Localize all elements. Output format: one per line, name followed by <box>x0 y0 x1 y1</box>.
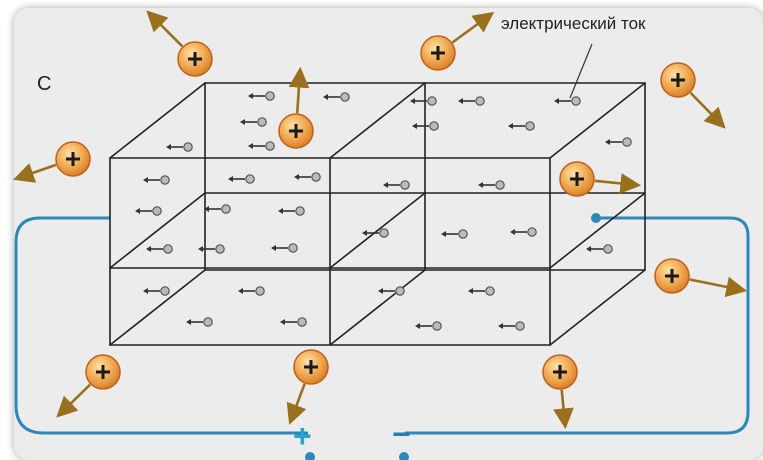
electron-icon <box>278 206 305 216</box>
electron-icon <box>228 174 255 184</box>
electron-icon <box>143 286 170 296</box>
positive-ion-icon <box>542 354 578 430</box>
positive-ion-icon <box>146 10 213 77</box>
ion-layer <box>13 10 748 430</box>
positive-ion-icon <box>660 62 726 129</box>
electron-icon <box>143 175 170 185</box>
caption-leader-line <box>569 43 593 99</box>
electron-icon <box>280 317 307 327</box>
electron-icon <box>238 286 265 296</box>
electron-icon <box>271 243 298 253</box>
electron-icon <box>146 244 173 254</box>
electron-icon <box>240 117 267 127</box>
electron-icon <box>441 229 468 239</box>
electron-icon <box>412 121 439 131</box>
electron-icon <box>248 91 275 101</box>
electron-icon <box>166 142 193 152</box>
current-caption: электрический ток <box>501 14 646 33</box>
electron-icon <box>498 321 525 331</box>
electron-icon <box>415 321 442 331</box>
electron-icon <box>204 204 231 214</box>
wire-right <box>405 216 750 435</box>
positive-ion-icon <box>278 66 314 149</box>
positive-ion-icon <box>13 141 91 183</box>
lattice-edge <box>109 269 206 346</box>
lattice-edge <box>329 269 426 346</box>
electron-icon <box>510 227 537 237</box>
positive-ion-icon <box>420 11 495 71</box>
lattice-edge <box>329 192 426 269</box>
electron-layer <box>135 91 632 331</box>
wire-left <box>14 216 308 435</box>
electron-icon <box>248 141 275 151</box>
electron-icon <box>508 121 535 131</box>
electron-icon <box>605 137 632 147</box>
terminal-minus-dot <box>399 452 409 460</box>
positive-ion-icon <box>559 161 642 197</box>
electron-icon <box>186 317 213 327</box>
electron-icon <box>478 180 505 190</box>
electron-icon <box>383 180 410 190</box>
lattice-edge <box>549 192 646 269</box>
electron-icon <box>362 228 389 238</box>
lattice-edge <box>109 192 206 269</box>
electron-icon <box>135 206 162 216</box>
electron-icon <box>294 172 321 182</box>
electron-icon <box>554 96 581 106</box>
minus-terminal-sign: − <box>392 416 411 452</box>
electron-icon <box>468 286 495 296</box>
electron-icon <box>586 244 613 254</box>
positive-ion-icon <box>654 258 748 298</box>
positive-ion-icon <box>56 354 121 418</box>
crystal-lattice <box>109 82 646 346</box>
electron-icon <box>410 96 437 106</box>
electron-icon <box>458 96 485 106</box>
positive-ion-icon <box>286 349 329 425</box>
terminal-plus-dot <box>305 452 315 460</box>
electron-icon <box>323 92 350 102</box>
electron-icon <box>378 286 405 296</box>
wire-contact-right <box>591 213 601 223</box>
corner-letter-label: С <box>37 73 52 95</box>
electron-icon <box>198 244 225 254</box>
lattice-edge <box>549 269 646 346</box>
plus-terminal-sign: + <box>293 418 312 454</box>
